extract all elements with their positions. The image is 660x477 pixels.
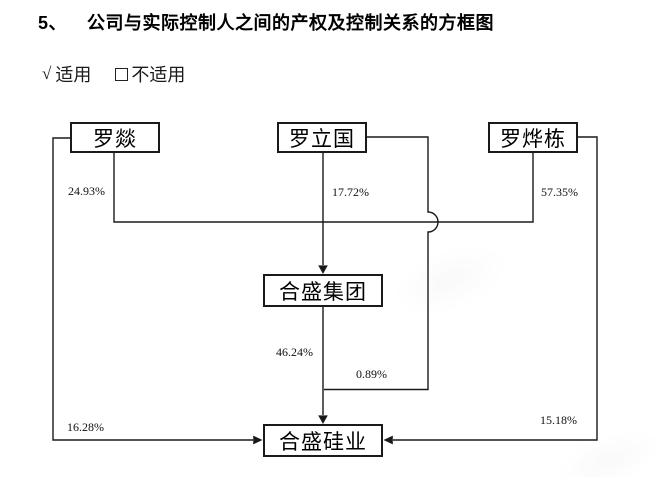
arrowhead-silicon-right [383, 435, 393, 445]
ownership-label-luoliguo-silicon: 0.89% [356, 367, 387, 381]
node-label: 合盛硅业 [279, 429, 367, 454]
section-heading: 5、 公司与实际控制人之间的产权及控制关系的方框图 [38, 9, 494, 35]
arrowhead-group-top [318, 265, 328, 274]
ownership-label-luoyedong-group: 57.35% [541, 185, 578, 199]
edge-luoliguo-indirect-to-silicon [324, 136, 439, 391]
node-luo-yedong: 罗烨栋 [488, 122, 578, 153]
applicable-label: 适用 [55, 65, 92, 85]
not-applicable-label: 不适用 [131, 65, 186, 85]
ownership-label-luoyedong-silicon: 15.18% [540, 413, 577, 427]
arrowhead-silicon-top [318, 415, 328, 424]
ownership-label-luoyi-silicon: 16.28% [67, 420, 104, 434]
node-luo-liguo: 罗立国 [277, 122, 367, 153]
node-label: 罗立国 [289, 126, 355, 151]
node-luo-yi: 罗燚 [70, 122, 160, 153]
node-label: 合盛集团 [279, 279, 367, 304]
ownership-label-group-silicon: 46.24% [276, 345, 313, 359]
ownership-label-luoyi-group: 24.93% [68, 184, 105, 198]
edge-luoyi-direct-to-silicon [52, 137, 253, 441]
check-mark-icon: √ [42, 64, 52, 83]
section-number: 5、 [38, 13, 68, 33]
node-hesheng-silicon: 合盛硅业 [263, 424, 383, 457]
empty-checkbox-icon [115, 67, 129, 81]
node-label: 罗烨栋 [500, 126, 566, 151]
edge-luoyedong-direct-to-silicon [393, 136, 598, 441]
page-title: 公司与实际控制人之间的产权及控制关系的方框图 [87, 13, 495, 33]
node-label: 罗燚 [93, 126, 137, 151]
arrowhead-silicon-left [253, 435, 263, 445]
node-hesheng-group: 合盛集团 [263, 274, 383, 307]
ownership-label-luoliguo-group: 17.72% [332, 185, 369, 199]
applicability-row: √ 适用 不适用 [42, 61, 185, 87]
